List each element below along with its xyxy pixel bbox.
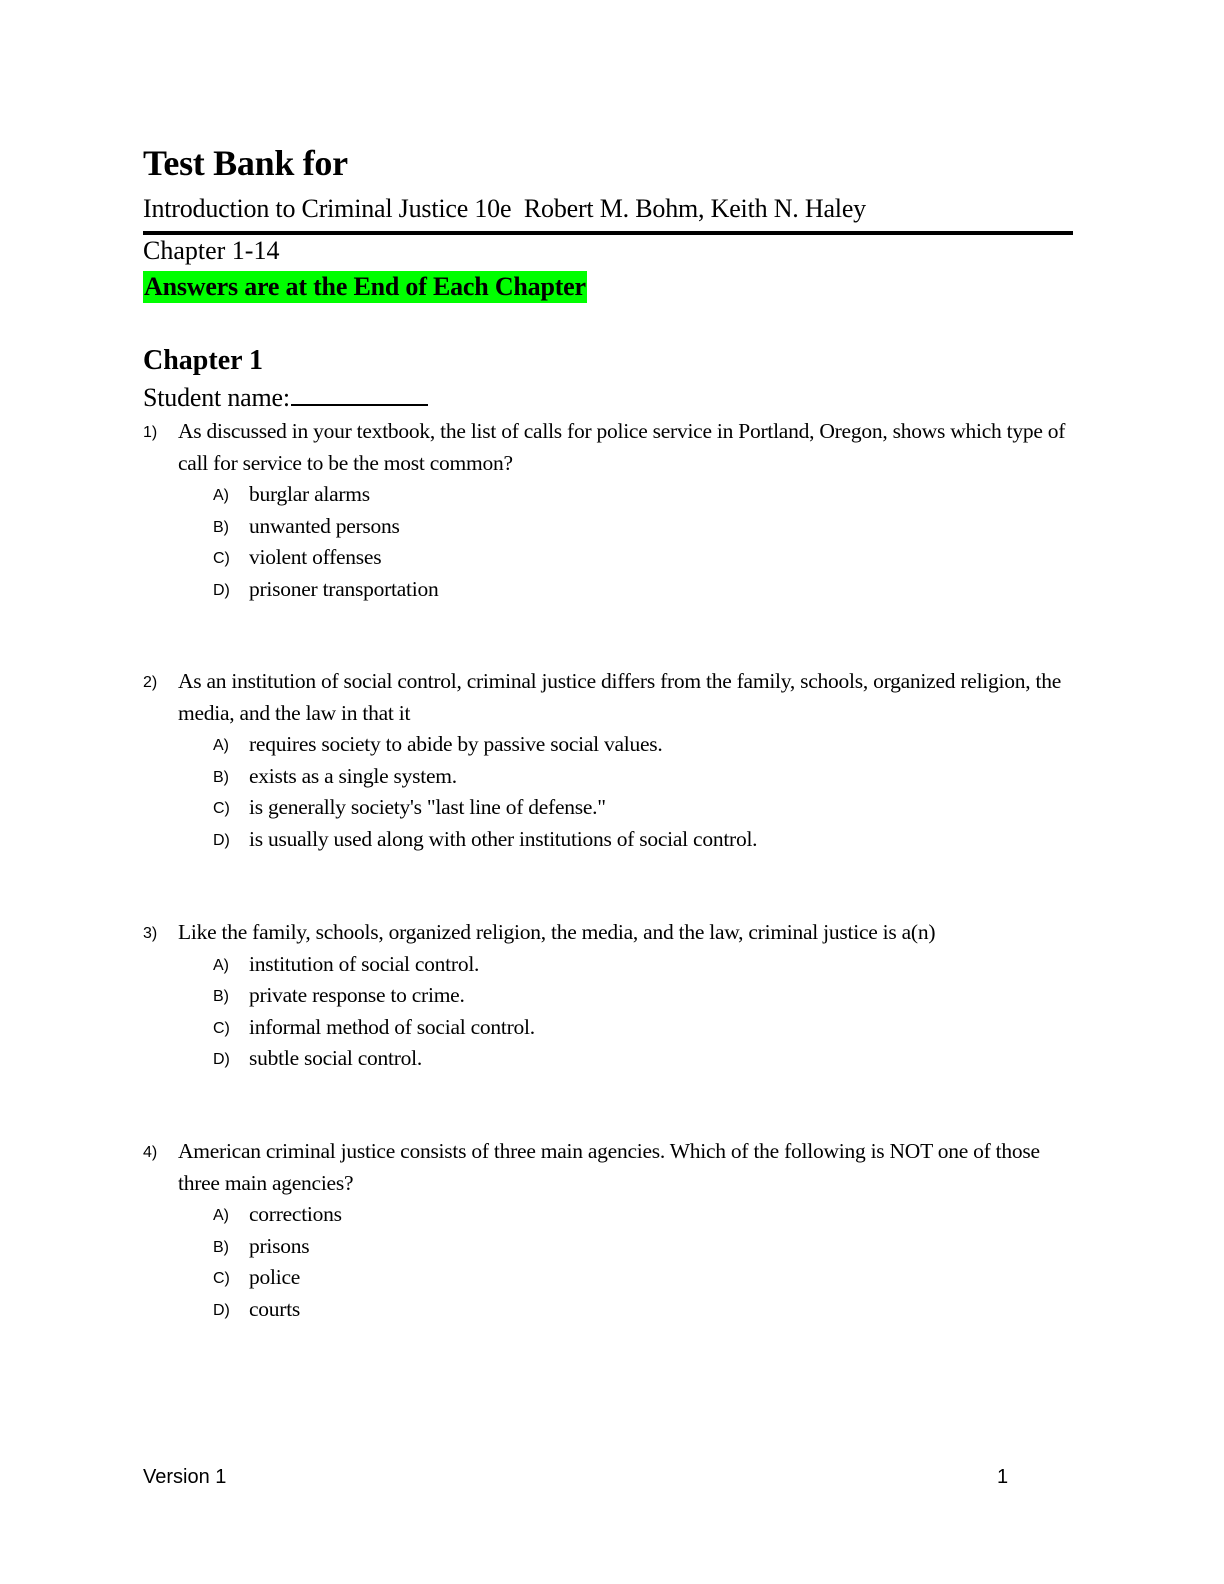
option-text: requires society to abide by passive soc… (249, 732, 663, 756)
option-label: A) (213, 487, 229, 504)
option-label: A) (213, 956, 229, 974)
option-text: institution of social control. (249, 951, 480, 976)
option-text: violent offenses (249, 545, 382, 569)
document-title: Test Bank for (143, 143, 348, 183)
student-name-label: Student name: (143, 383, 290, 412)
option-a: A) requires society to abide by passive … (213, 729, 1083, 761)
page-number: 1 (997, 1466, 1009, 1488)
option-b: B) exists as a single system. (213, 761, 1083, 793)
option-b: B) private response to crime. (213, 980, 1083, 1012)
question-number: 2) (143, 674, 158, 691)
chapter-range: Chapter 1-14 (143, 236, 280, 265)
student-name-field: Student name: (143, 380, 428, 415)
option-label: B) (213, 518, 229, 536)
student-name-blank (290, 380, 428, 406)
question-number: 4) (143, 1144, 158, 1161)
option-text: is generally society's "last line of def… (249, 795, 606, 819)
option-text: unwanted persons (249, 513, 400, 538)
option-text: is usually used along with other institu… (249, 826, 758, 851)
option-c: C) informal method of social control. (213, 1012, 1083, 1044)
option-label: D) (213, 831, 230, 849)
option-text: courts (249, 1296, 301, 1321)
document-subtitle: Introduction to Criminal Justice 10e Rob… (143, 194, 866, 223)
option-label: A) (213, 1207, 229, 1224)
answer-options: A) requires society to abide by passive … (213, 729, 1083, 855)
option-d: D) is usually used along with other inst… (213, 824, 1083, 856)
option-label: C) (213, 550, 230, 567)
option-c: C) police (213, 1262, 1083, 1294)
option-c: C) is generally society's "last line of … (213, 792, 1083, 824)
option-text: informal method of social control. (249, 1014, 535, 1039)
option-b: B) prisons (213, 1231, 1083, 1263)
option-a: A) corrections (213, 1199, 1083, 1231)
question-2: 2) As an institution of social control, … (143, 666, 1083, 855)
option-text: private response to crime. (249, 983, 465, 1007)
option-label: D) (213, 1301, 230, 1319)
question-text: Like the family, schools, organized reli… (178, 920, 936, 944)
option-text: burglar alarms (249, 482, 370, 506)
option-label: B) (213, 1238, 229, 1256)
option-text: exists as a single system. (249, 763, 457, 788)
option-label: D) (213, 1051, 230, 1068)
question-text: American criminal justice consists of th… (178, 1139, 1040, 1195)
option-d: D) prisoner transportation (213, 574, 1083, 606)
option-text: prisoner transportation (249, 576, 439, 601)
chapter-heading: Chapter 1 (143, 345, 264, 376)
question-number: 1) (143, 424, 158, 441)
option-d: D) courts (213, 1294, 1083, 1326)
option-text: corrections (249, 1202, 342, 1226)
option-text: police (249, 1265, 301, 1289)
answer-options: A) institution of social control. B) pri… (213, 949, 1083, 1075)
answer-options: A) corrections B) prisons C) police D) c… (213, 1199, 1083, 1325)
horizontal-rule (143, 231, 1073, 235)
option-label: C) (213, 1019, 230, 1037)
question-1: 1) As discussed in your textbook, the li… (143, 416, 1083, 605)
option-text: prisons (249, 1233, 310, 1258)
option-label: C) (213, 800, 230, 817)
option-a: A) burglar alarms (213, 479, 1083, 511)
question-3: 3) Like the family, schools, organized r… (143, 917, 1083, 1075)
footer-version: Version 1 (143, 1466, 227, 1488)
option-label: A) (213, 737, 229, 754)
option-a: A) institution of social control. (213, 949, 1083, 981)
option-label: B) (213, 768, 229, 786)
option-label: B) (213, 988, 229, 1005)
option-label: C) (213, 1270, 230, 1287)
answer-options: A) burglar alarms B) unwanted persons C)… (213, 479, 1083, 605)
question-4: 4) American criminal justice consists of… (143, 1136, 1083, 1325)
question-number: 3) (143, 925, 158, 942)
option-label: D) (213, 581, 230, 599)
question-text: As an institution of social control, cri… (178, 669, 1062, 725)
question-text: As discussed in your textbook, the list … (178, 419, 1066, 475)
option-c: C) violent offenses (213, 542, 1083, 574)
option-d: D) subtle social control. (213, 1043, 1083, 1075)
answers-note-highlight: Answers are at the End of Each Chapter (143, 271, 587, 303)
option-text: subtle social control. (249, 1046, 423, 1070)
option-b: B) unwanted persons (213, 511, 1083, 543)
